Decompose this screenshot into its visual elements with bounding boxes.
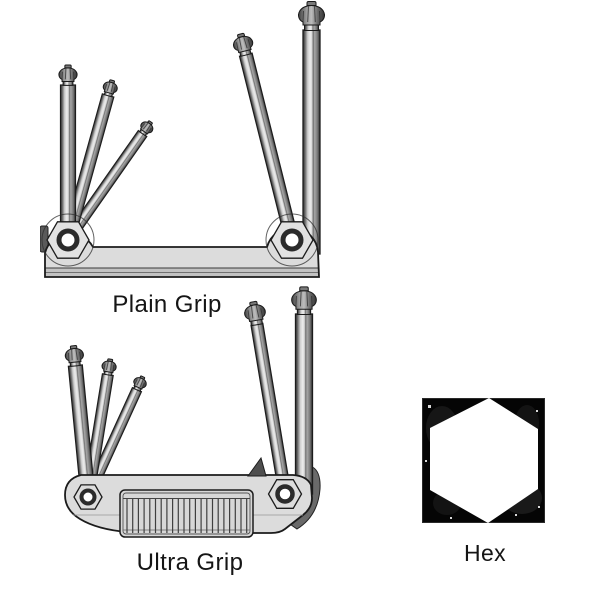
handle-body — [41, 213, 320, 278]
figure-ultra-grip — [55, 282, 325, 548]
figure-plain-grip — [40, 0, 330, 295]
ultra-grip-label: Ultra Grip — [136, 549, 244, 576]
pivot-nut — [73, 484, 103, 510]
pivot-nut — [46, 221, 90, 259]
plain-grip-label: Plain Grip — [112, 291, 222, 318]
figure-hex — [422, 398, 545, 523]
hexagon-shape — [430, 398, 538, 523]
hex-swatch — [422, 398, 545, 523]
folded-key-tip — [247, 456, 267, 477]
hex-label: Hex — [463, 540, 507, 566]
ultra-grip-illustration — [64, 286, 321, 538]
hex-key — [286, 286, 321, 530]
plain-grip-illustration — [40, 1, 325, 278]
pivot-nut — [270, 221, 314, 259]
pivot-nut — [267, 479, 303, 509]
swatch-specks — [425, 405, 540, 519]
grip-ribs — [119, 489, 254, 538]
